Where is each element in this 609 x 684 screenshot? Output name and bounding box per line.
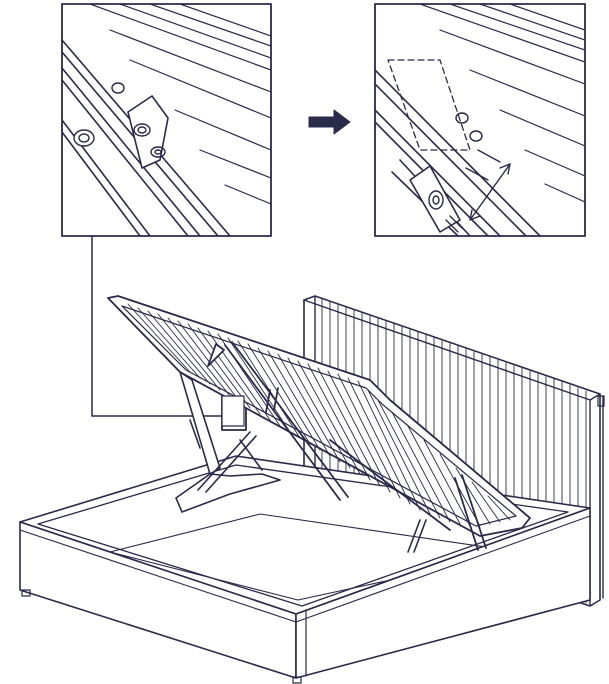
- frame-crossbars: [207, 341, 487, 551]
- lifted-slat-frame: [107, 295, 531, 553]
- callout-leader: [91, 235, 223, 417]
- detail-frame-left: [61, 3, 272, 237]
- bolt-left: [73, 82, 166, 158]
- slats-left: [89, 4, 271, 205]
- slats-right: [419, 4, 585, 203]
- arrow-right-icon: [308, 109, 351, 135]
- bed-illustration: [19, 295, 605, 684]
- slats-bed: [127, 303, 511, 527]
- bolt-right: [428, 112, 483, 233]
- gas-strut-right: [407, 519, 427, 553]
- gas-strut-left: [175, 371, 281, 513]
- detail-frame-right: [374, 3, 586, 237]
- detail-panel-before: [61, 3, 272, 237]
- detail-panel-after: [374, 3, 586, 237]
- previous-position-outline: [387, 59, 471, 151]
- frame-rail-right: [375, 69, 541, 236]
- double-arrow-icon: [465, 149, 511, 221]
